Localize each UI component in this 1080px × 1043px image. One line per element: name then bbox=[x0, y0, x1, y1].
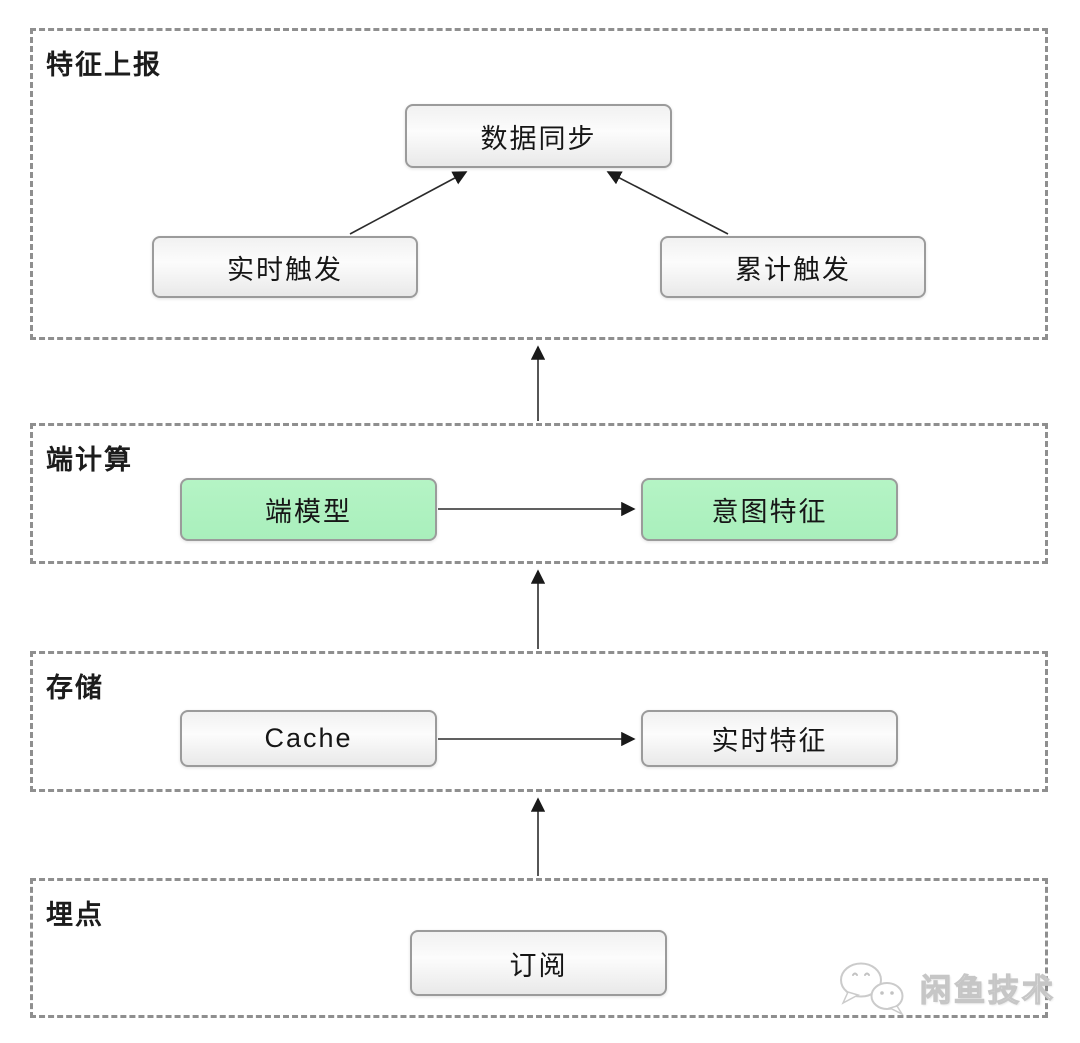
section-feature-report-label: 特征上报 bbox=[46, 50, 162, 80]
section-edge-compute-label: 端计算 bbox=[46, 445, 133, 475]
node-cumulative-trigger: 累计触发 bbox=[660, 236, 926, 298]
node-realtime-trigger: 实时触发 bbox=[152, 236, 418, 298]
node-realtime-feature: 实时特征 bbox=[641, 710, 898, 767]
section-storage: 存储 bbox=[30, 651, 1048, 792]
section-edge-compute: 端计算 bbox=[30, 423, 1048, 564]
section-storage-label: 存储 bbox=[46, 673, 104, 703]
watermark-text: 闲鱼技术 bbox=[919, 972, 1056, 1008]
watermark: 闲鱼技术 bbox=[834, 959, 1056, 1015]
node-edge-model: 端模型 bbox=[180, 478, 437, 541]
node-subscribe: 订阅 bbox=[410, 930, 667, 996]
wechat-chat-bubbles-icon bbox=[840, 962, 904, 1015]
section-tracking: 埋点 bbox=[30, 878, 1048, 1018]
node-data-sync: 数据同步 bbox=[405, 104, 672, 168]
node-intent-feature: 意图特征 bbox=[641, 478, 898, 541]
section-tracking-label: 埋点 bbox=[46, 900, 104, 930]
node-cache: Cache bbox=[180, 710, 437, 767]
section-feature-report: 特征上报 bbox=[30, 28, 1048, 340]
